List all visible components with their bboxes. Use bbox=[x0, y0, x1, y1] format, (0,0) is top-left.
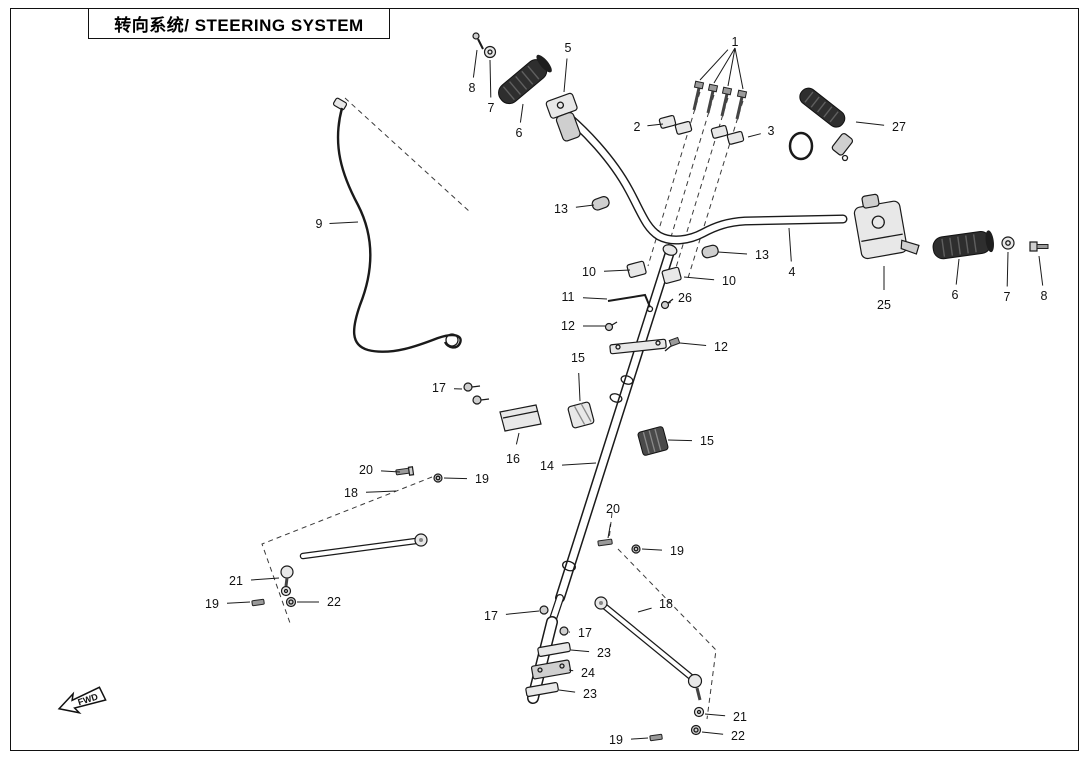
leader-line bbox=[637, 607, 652, 613]
steering-clamp-plate bbox=[609, 338, 667, 355]
leader-line bbox=[515, 432, 520, 445]
leader-line bbox=[647, 123, 664, 127]
leader-line bbox=[226, 601, 251, 604]
spacer-right bbox=[701, 244, 719, 259]
right-washer-7 bbox=[1001, 236, 1015, 250]
leader-line bbox=[380, 470, 401, 473]
left-grip bbox=[498, 54, 552, 105]
leader-line bbox=[701, 731, 724, 735]
leader-line bbox=[575, 204, 595, 208]
leader-line bbox=[667, 439, 693, 442]
left-bolt-8 bbox=[472, 32, 484, 50]
bracket-11 bbox=[607, 293, 654, 313]
leader-line bbox=[570, 649, 590, 653]
right-bolt-8 bbox=[1029, 241, 1049, 252]
bolt-19-right-bottom bbox=[649, 733, 663, 742]
nut-19-right bbox=[631, 544, 641, 554]
leader-line bbox=[641, 548, 663, 551]
leader-line bbox=[668, 302, 671, 304]
leader-line bbox=[563, 58, 568, 93]
leader-line bbox=[683, 276, 715, 281]
leader-line bbox=[582, 297, 608, 300]
clamp-23-lower bbox=[525, 681, 559, 697]
bolts-17-lower bbox=[539, 605, 569, 636]
clamp-bolts bbox=[692, 80, 748, 120]
leader-line bbox=[505, 610, 540, 615]
leader-line bbox=[603, 269, 631, 272]
leader-line bbox=[1006, 251, 1009, 287]
steering-column-drawing bbox=[527, 244, 678, 704]
leader-line bbox=[713, 47, 736, 84]
leader-line bbox=[472, 49, 478, 78]
bracket-16 bbox=[499, 404, 542, 432]
leader-line bbox=[489, 59, 492, 98]
bolt-20-left bbox=[395, 466, 415, 476]
bushing-lower bbox=[637, 426, 669, 456]
leader-line bbox=[704, 713, 726, 717]
handlebar-clamp-caps bbox=[658, 114, 745, 145]
leader-line bbox=[443, 477, 468, 480]
leader-line bbox=[365, 490, 397, 493]
leader-line bbox=[630, 737, 649, 740]
clamp-24 bbox=[530, 659, 572, 680]
leader-line bbox=[329, 221, 359, 224]
title-box: 转向系统/ STEERING SYSTEM bbox=[88, 8, 390, 39]
tie-rod-left bbox=[280, 533, 428, 587]
clamp-23-upper bbox=[537, 641, 571, 657]
left-washer-7 bbox=[483, 45, 497, 59]
bolt-19-left-bottom bbox=[251, 598, 265, 607]
leader-line bbox=[1038, 255, 1044, 286]
fwd-arrow: FWD bbox=[57, 686, 107, 714]
leader-line bbox=[699, 49, 729, 81]
nut-22-left bbox=[285, 596, 297, 608]
leader-line bbox=[788, 227, 792, 262]
handlebar-clamp-lower bbox=[626, 260, 682, 284]
washer-21-left bbox=[280, 585, 292, 597]
brake-lever-assembly bbox=[545, 92, 581, 142]
throttle-housing bbox=[853, 193, 920, 260]
page-border bbox=[10, 8, 1079, 751]
tie-rod-right bbox=[594, 596, 703, 701]
leader-line bbox=[679, 342, 707, 346]
bolt-20-right bbox=[597, 538, 613, 547]
alignment-dashed-lines bbox=[261, 91, 744, 720]
nut-22-right bbox=[690, 724, 702, 736]
leader-line bbox=[955, 258, 960, 285]
leader-line bbox=[727, 47, 736, 87]
leader-line bbox=[734, 47, 744, 90]
washer-21-right bbox=[693, 706, 705, 718]
leader-line bbox=[747, 133, 761, 138]
bolts-17-upper bbox=[463, 382, 490, 405]
nut-19-left bbox=[433, 473, 443, 483]
bolt-12-left bbox=[604, 321, 618, 332]
page-title: 转向系统/ STEERING SYSTEM bbox=[114, 16, 364, 35]
handlebar-drawing bbox=[547, 99, 848, 245]
tether-27 bbox=[788, 87, 854, 162]
cable-drawing bbox=[332, 97, 462, 353]
leader-line bbox=[855, 121, 885, 126]
spacer-left bbox=[591, 196, 610, 211]
bolt-12-right bbox=[664, 336, 681, 352]
leader-line bbox=[250, 577, 280, 581]
leader-line bbox=[561, 462, 597, 466]
leader-line bbox=[717, 251, 748, 255]
leader-line bbox=[519, 103, 524, 123]
leader-line bbox=[578, 372, 581, 402]
bushing-upper bbox=[567, 401, 595, 429]
leader-line bbox=[607, 523, 611, 539]
leader-line bbox=[558, 689, 576, 693]
right-grip bbox=[932, 230, 994, 260]
bolt-26 bbox=[660, 298, 674, 310]
leader-line bbox=[568, 669, 574, 672]
